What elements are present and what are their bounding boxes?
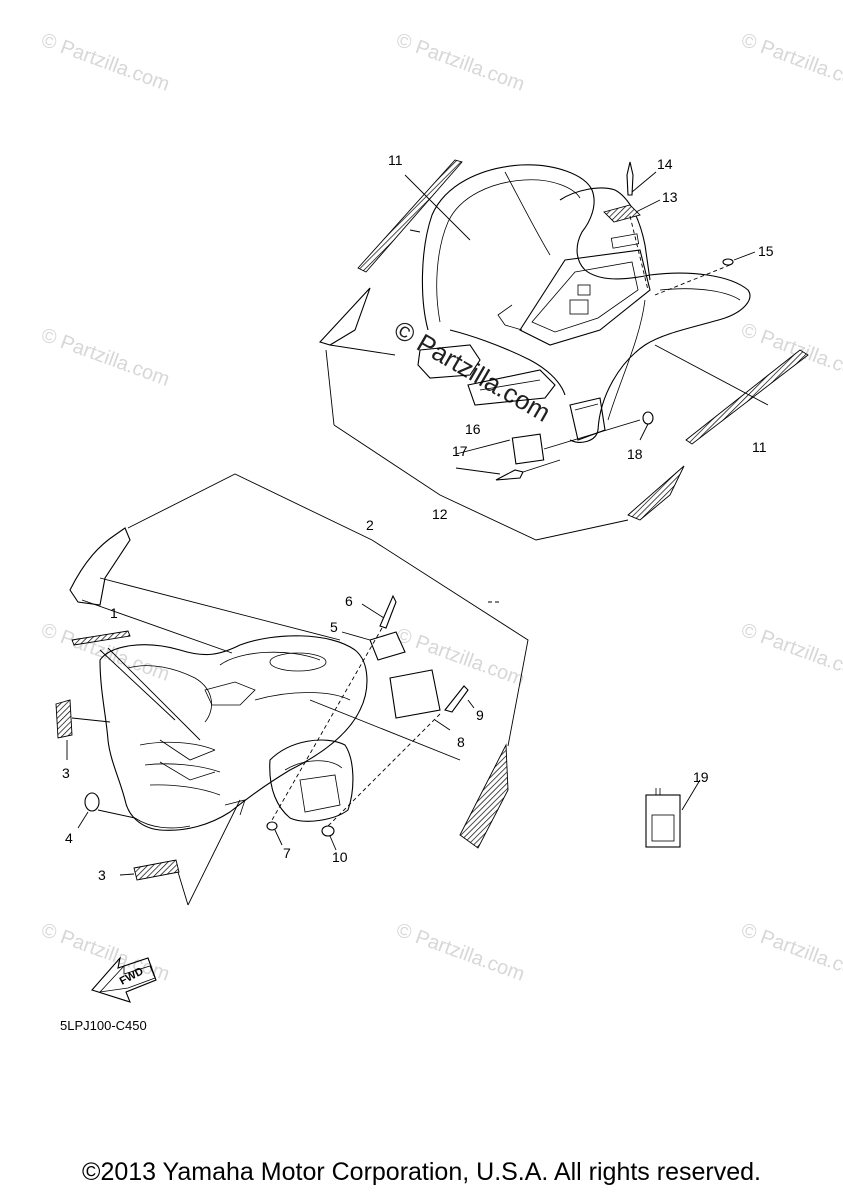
- rear-fender-illustration: [409, 164, 751, 443]
- decal-12-right: [627, 465, 685, 521]
- callout-11-right: 11: [752, 439, 767, 455]
- callout-17: 17: [452, 443, 468, 459]
- copyright-notice: ©2013 Yamaha Motor Corporation, U.S.A. A…: [82, 1158, 761, 1186]
- watermark: © Partzilla.com: [738, 619, 843, 686]
- watermark: © Partzilla.com: [38, 29, 172, 96]
- decal-12-left: [318, 287, 371, 346]
- decal-1: [71, 630, 131, 646]
- callout-1: 1: [110, 605, 118, 621]
- callout-4: 4: [65, 830, 73, 846]
- watermark: © Partzilla.com: [738, 29, 843, 96]
- callout-11-left: 11: [388, 152, 403, 168]
- decal-3-lower: [133, 859, 180, 881]
- callout-7: 7: [283, 845, 291, 861]
- decal-2-right: [459, 743, 509, 849]
- callout-16: 16: [465, 421, 481, 437]
- diagram-code: 5LPJ100-C450: [60, 1018, 147, 1033]
- callout-15: 15: [758, 243, 774, 259]
- part-8-plate: [389, 669, 441, 719]
- part-15-grommet: [722, 258, 734, 266]
- part-5-plate: [369, 631, 406, 661]
- part-13-plate: [603, 204, 641, 223]
- part-18-grommet: [642, 411, 654, 425]
- part-16-plate: [511, 433, 545, 465]
- watermark: © Partzilla.com: [738, 919, 843, 986]
- part-9-screw: [444, 685, 469, 713]
- front-leader-lines: [66, 473, 701, 906]
- part-7-grommet: [266, 821, 278, 831]
- callout-5: 5: [330, 619, 338, 635]
- callout-12: 12: [432, 506, 448, 522]
- part-6-screw: [379, 594, 397, 629]
- callout-14: 14: [657, 156, 673, 172]
- watermark: © Partzilla.com: [393, 624, 527, 691]
- callout-13: 13: [662, 189, 678, 205]
- decal-11-right: [685, 349, 809, 445]
- watermark: © Partzilla.com: [38, 619, 172, 686]
- callout-2: 2: [366, 517, 374, 533]
- callout-19: 19: [693, 769, 709, 785]
- watermark: © Partzilla.com: [393, 919, 527, 986]
- part-19-label-inner: [651, 814, 675, 842]
- decal-2: [69, 527, 131, 606]
- callout-3-upper: 3: [62, 765, 70, 781]
- part-14-screw: [626, 161, 634, 196]
- callout-6: 6: [345, 593, 353, 609]
- callout-8: 8: [457, 734, 465, 750]
- watermark: © Partzilla.com: [38, 919, 172, 986]
- part-10-grommet: [321, 825, 335, 837]
- rear-leader-lines: [325, 171, 769, 541]
- part-17-screw: [495, 469, 524, 481]
- part-19-label: [645, 794, 681, 848]
- watermark: © Partzilla.com: [393, 29, 527, 96]
- watermark: © Partzilla.com: [738, 319, 843, 386]
- front-fender-illustration: [99, 635, 368, 831]
- watermark: © Partzilla.com: [38, 324, 172, 391]
- callout-labels: 1 2 3 3 4 5 6 7 8 9 10 11 11 12 13 14 15…: [62, 152, 774, 883]
- decal-3-upper: [55, 699, 73, 739]
- part-4-emblem: [84, 792, 100, 812]
- callout-10: 10: [332, 849, 348, 865]
- callout-9: 9: [476, 707, 484, 723]
- callout-18: 18: [627, 446, 643, 462]
- callout-3-lower: 3: [98, 867, 106, 883]
- decal-11-left: [357, 159, 463, 273]
